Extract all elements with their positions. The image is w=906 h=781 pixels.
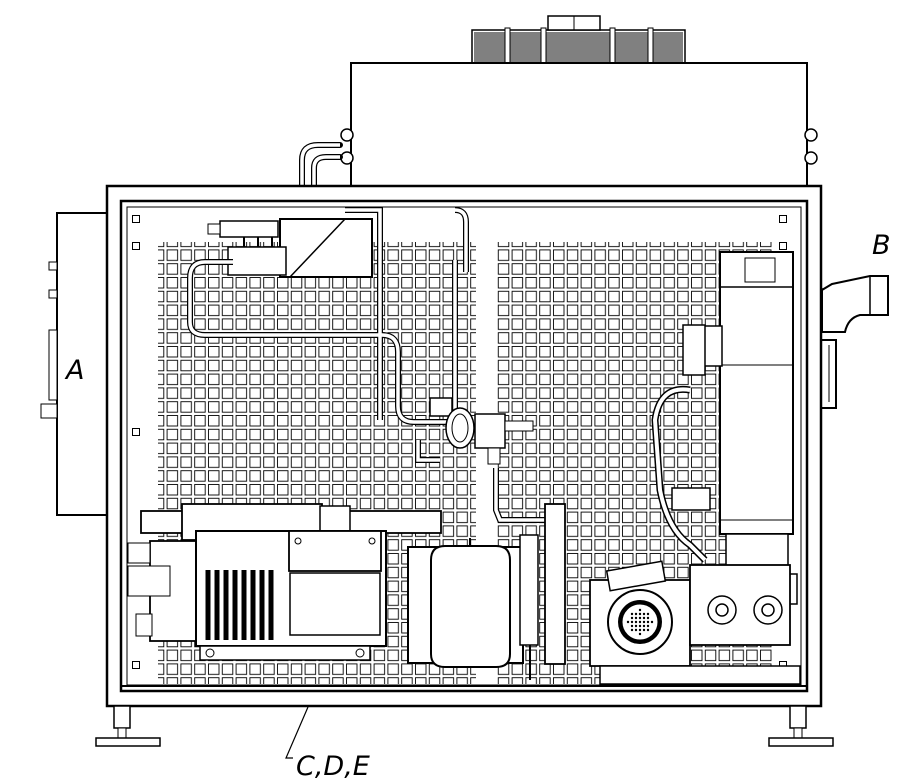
solenoid-valve (429, 397, 534, 465)
label-a: A (64, 355, 84, 386)
label-cde: C,D,E (296, 751, 370, 781)
pipe-outlet-b (821, 275, 889, 409)
filter-drier (519, 503, 566, 680)
compressor (127, 530, 387, 661)
fan-grille (471, 15, 686, 66)
expansion-valve (207, 218, 373, 278)
leveling-feet (95, 705, 834, 747)
leader-line-cde (285, 706, 309, 759)
label-b: B (872, 230, 891, 261)
flexible-hose (651, 324, 711, 563)
refrigerant-piping-inner (188, 208, 560, 522)
condenser-box (299, 62, 818, 189)
side-panel-a (40, 212, 108, 516)
receiver-tank (407, 538, 524, 668)
pump-motor (589, 560, 801, 685)
